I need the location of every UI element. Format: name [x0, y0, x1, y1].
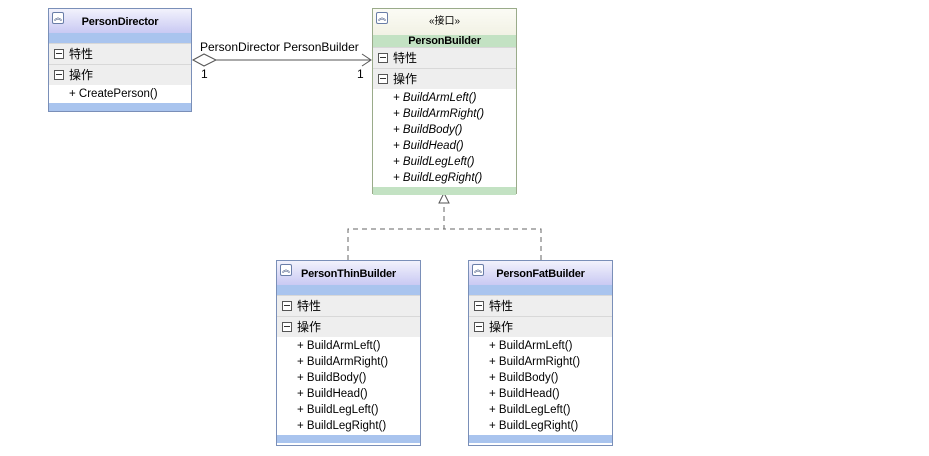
methods-section-label: 操作 — [69, 68, 94, 82]
collapse-minus-icon[interactable] — [282, 301, 292, 311]
class-person-director[interactable]: ︽ PersonDirector 特性 操作 + CreatePerson() — [48, 8, 192, 112]
method-item[interactable]: + BuildBody() — [297, 372, 367, 384]
method-item[interactable]: + BuildArmRight() — [489, 356, 581, 368]
method-item[interactable]: + BuildBody() — [489, 372, 559, 384]
class-header: ︽ PersonFatBuilder — [469, 261, 612, 285]
methods-section[interactable]: 操作 — [373, 68, 516, 89]
method-item[interactable]: + BuildArmRight() — [297, 356, 389, 368]
method-item[interactable]: + BuildLegRight() — [393, 172, 483, 184]
class-stereotype: «接口» — [428, 16, 461, 27]
realization-arrowhead — [438, 191, 450, 204]
collapse-minus-icon[interactable] — [378, 53, 388, 63]
method-list: + CreatePerson() — [49, 85, 191, 103]
fields-section[interactable]: 特性 — [469, 295, 612, 316]
header-band — [277, 285, 420, 295]
method-item[interactable]: + BuildLegLeft() — [393, 156, 475, 168]
methods-section[interactable]: 操作 — [49, 64, 191, 85]
footer-band — [277, 435, 420, 443]
methods-section-label: 操作 — [393, 72, 418, 86]
collapse-minus-icon[interactable] — [54, 70, 64, 80]
class-name: PersonThinBuilder — [301, 268, 396, 280]
realization-line-fat — [444, 228, 542, 260]
fields-section[interactable]: 特性 — [277, 295, 420, 316]
method-item[interactable]: + BuildArmLeft() — [393, 92, 477, 104]
method-item[interactable]: + BuildArmLeft() — [489, 340, 573, 352]
association-arrowhead — [361, 53, 372, 67]
method-item[interactable]: + BuildArmLeft() — [297, 340, 381, 352]
collapse-chevron-icon[interactable]: ︽ — [52, 12, 64, 24]
method-item[interactable]: + BuildLegLeft() — [489, 404, 571, 416]
aggregation-diamond — [191, 53, 218, 67]
class-header: ︽ PersonThinBuilder — [277, 261, 420, 285]
collapse-minus-icon[interactable] — [54, 49, 64, 59]
collapse-minus-icon[interactable] — [378, 74, 388, 84]
method-item[interactable]: + BuildLegLeft() — [297, 404, 379, 416]
fields-section-label: 特性 — [489, 299, 514, 313]
class-header: ︽ «接口» PersonBuilder — [373, 9, 516, 47]
method-list: + BuildArmLeft() + BuildArmRight() + Bui… — [469, 337, 612, 435]
fields-section-label: 特性 — [69, 47, 94, 61]
collapse-minus-icon[interactable] — [474, 322, 484, 332]
collapse-chevron-icon[interactable]: ︽ — [376, 12, 388, 24]
collapse-chevron-icon[interactable]: ︽ — [280, 264, 292, 276]
class-person-fat-builder[interactable]: ︽ PersonFatBuilder 特性 操作 + BuildArmLeft(… — [468, 260, 613, 446]
fields-section[interactable]: 特性 — [373, 47, 516, 68]
class-name: PersonFatBuilder — [496, 268, 585, 280]
header-band — [469, 285, 612, 295]
footer-band — [469, 435, 612, 443]
collapse-minus-icon[interactable] — [282, 322, 292, 332]
fields-section[interactable]: 特性 — [49, 43, 191, 64]
association-multiplicity-source: 1 — [201, 67, 208, 81]
footer-band — [49, 103, 191, 111]
footer-band — [373, 187, 516, 195]
methods-section-label: 操作 — [489, 320, 514, 334]
class-person-thin-builder[interactable]: ︽ PersonThinBuilder 特性 操作 + BuildArmLeft… — [276, 260, 421, 446]
methods-section[interactable]: 操作 — [277, 316, 420, 337]
methods-section[interactable]: 操作 — [469, 316, 612, 337]
association-multiplicity-target: 1 — [357, 67, 364, 81]
collapse-chevron-icon[interactable]: ︽ — [472, 264, 484, 276]
method-item[interactable]: + BuildHead() — [393, 140, 464, 152]
class-person-builder[interactable]: ︽ «接口» PersonBuilder 特性 操作 + BuildArmLef… — [372, 8, 517, 195]
method-item[interactable]: + BuildHead() — [489, 388, 560, 400]
association-label: PersonDirector PersonBuilder — [200, 40, 359, 54]
header-band — [373, 35, 516, 47]
method-list: + BuildArmLeft() + BuildArmRight() + Bui… — [373, 89, 516, 187]
collapse-minus-icon[interactable] — [474, 301, 484, 311]
method-item[interactable]: + BuildArmRight() — [393, 108, 485, 120]
fields-section-label: 特性 — [393, 51, 418, 65]
method-item[interactable]: + BuildBody() — [393, 124, 463, 136]
class-name: PersonDirector — [81, 16, 159, 28]
method-item[interactable]: + BuildHead() — [297, 388, 368, 400]
class-name: PersonBuilder — [408, 35, 481, 47]
header-band — [49, 33, 191, 43]
method-item[interactable]: + CreatePerson() — [69, 88, 158, 100]
realization-line-thin — [347, 204, 445, 260]
method-item[interactable]: + BuildLegRight() — [297, 420, 387, 432]
methods-section-label: 操作 — [297, 320, 322, 334]
method-list: + BuildArmLeft() + BuildArmRight() + Bui… — [277, 337, 420, 435]
fields-section-label: 特性 — [297, 299, 322, 313]
class-header: ︽ PersonDirector — [49, 9, 191, 33]
method-item[interactable]: + BuildLegRight() — [489, 420, 579, 432]
